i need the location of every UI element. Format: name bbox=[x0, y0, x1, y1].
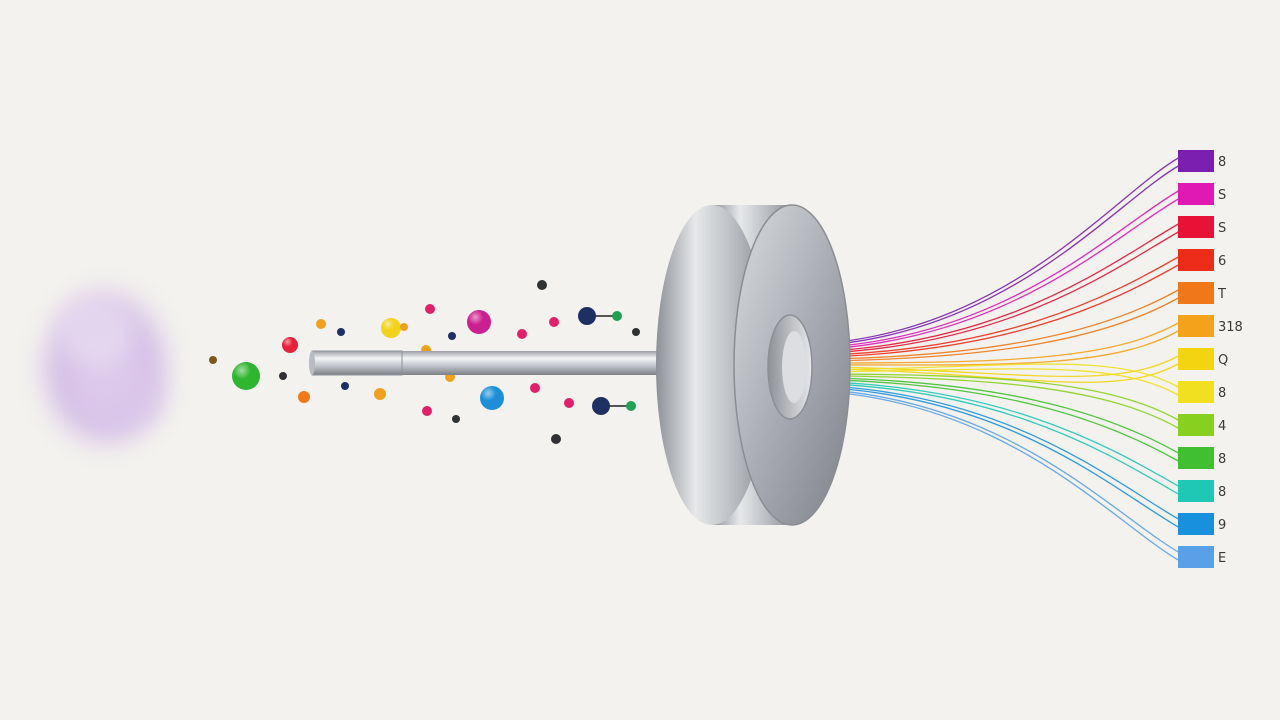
ion-particle bbox=[400, 323, 408, 331]
trajectory-line bbox=[786, 329, 1181, 366]
ion-particle bbox=[549, 317, 559, 327]
ion-particle bbox=[374, 388, 386, 400]
detector-bin bbox=[1178, 249, 1214, 271]
bin-label: S bbox=[1218, 188, 1226, 203]
trajectory-line bbox=[786, 321, 1181, 364]
ion-particle bbox=[530, 383, 540, 393]
detector-bin bbox=[1178, 315, 1214, 337]
detector-bin bbox=[1178, 447, 1214, 469]
detector-bin bbox=[1178, 546, 1214, 568]
bin-label: 9 bbox=[1218, 518, 1226, 533]
detector-bin bbox=[1178, 150, 1214, 172]
trajectory-line bbox=[786, 380, 1181, 488]
trajectory-line bbox=[786, 296, 1181, 362]
ion-particle bbox=[341, 382, 349, 390]
molecule bbox=[592, 397, 636, 415]
ion-particle bbox=[564, 398, 574, 408]
trajectory-line bbox=[786, 376, 1181, 455]
trajectory-line bbox=[786, 374, 1181, 430]
detector-bin bbox=[1178, 216, 1214, 238]
ion-particle bbox=[422, 406, 432, 416]
detector-bin bbox=[1178, 183, 1214, 205]
ion-particle bbox=[209, 356, 217, 364]
trajectory-line bbox=[786, 197, 1181, 352]
trajectory-line bbox=[786, 383, 1181, 521]
ion-particle bbox=[298, 391, 310, 403]
bin-label: T bbox=[1217, 287, 1226, 302]
trajectory-line bbox=[786, 363, 1181, 389]
bin-label: 6 bbox=[1218, 254, 1226, 269]
trajectory-line bbox=[786, 378, 1181, 463]
trajectory-line bbox=[786, 164, 1181, 348]
bin-label: S bbox=[1218, 221, 1226, 236]
trajectory-line bbox=[786, 389, 1181, 562]
ion-particle bbox=[452, 415, 460, 423]
bin-label: Q bbox=[1218, 353, 1228, 368]
bin-label: 4 bbox=[1218, 419, 1226, 434]
ion-particle bbox=[425, 304, 435, 314]
molecule bbox=[578, 307, 622, 325]
detector-bin bbox=[1178, 513, 1214, 535]
ion-particle bbox=[316, 319, 326, 329]
trajectory-line bbox=[786, 156, 1181, 346]
bin-label: 8 bbox=[1218, 485, 1226, 500]
ion-trajectories bbox=[786, 156, 1181, 562]
ion-particle bbox=[632, 328, 640, 336]
detector-bin bbox=[1178, 381, 1214, 403]
detector-bin bbox=[1178, 414, 1214, 436]
ion-particle bbox=[337, 328, 345, 336]
trajectory-line bbox=[786, 222, 1181, 353]
trajectory-line bbox=[786, 230, 1181, 355]
trajectory-line bbox=[786, 354, 1181, 378]
bin-label: 318 bbox=[1218, 320, 1243, 335]
trajectory-line bbox=[786, 373, 1181, 422]
ion-tube bbox=[309, 350, 658, 376]
detector-bin bbox=[1178, 348, 1214, 370]
mass-analyzer-drum bbox=[656, 204, 851, 526]
detector-bin bbox=[1178, 282, 1214, 304]
ion-particle bbox=[448, 332, 456, 340]
trajectory-line bbox=[786, 387, 1181, 554]
trajectory-line bbox=[786, 288, 1181, 361]
trajectory-line bbox=[786, 382, 1181, 496]
trajectory-line bbox=[786, 385, 1181, 529]
ion-particle bbox=[551, 434, 561, 444]
bin-label: 8 bbox=[1218, 155, 1226, 170]
trajectory-line bbox=[786, 263, 1181, 359]
ion-particles bbox=[209, 280, 640, 444]
trajectory-line bbox=[786, 368, 1181, 397]
sample-cloud bbox=[30, 278, 180, 458]
bin-label: 8 bbox=[1218, 452, 1226, 467]
detector-bin bbox=[1178, 480, 1214, 502]
ion-particle bbox=[517, 329, 527, 339]
trajectory-line bbox=[786, 255, 1181, 357]
trajectory-line bbox=[786, 189, 1181, 350]
bin-label: 8 bbox=[1218, 386, 1226, 401]
ion-particle bbox=[279, 372, 287, 380]
ion-particle bbox=[537, 280, 547, 290]
bin-label: E bbox=[1218, 551, 1226, 566]
